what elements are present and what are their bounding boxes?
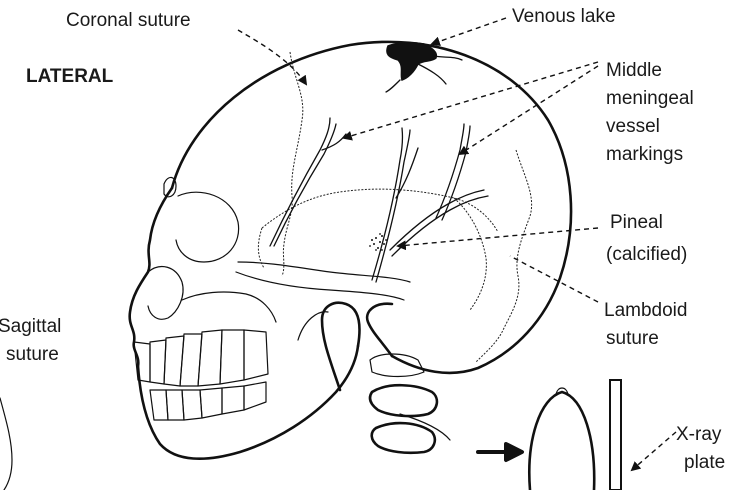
label-middle-meningeal-2: meningeal	[606, 88, 694, 109]
label-middle-meningeal-3: vessel	[606, 116, 660, 137]
mastoid-process	[367, 304, 392, 356]
label-xray-2: plate	[684, 452, 725, 473]
left-edge-partial-outline	[0, 398, 12, 490]
labels: Coronal suture Venous lake LATERAL Middl…	[0, 6, 725, 473]
zygomatic-arch	[238, 262, 410, 282]
nasal-aperture	[148, 267, 183, 320]
cranial-vault-outline	[172, 42, 571, 373]
lower-teeth	[150, 382, 266, 420]
axial-view-inset	[478, 380, 621, 490]
label-coronal-suture: Coronal suture	[66, 10, 191, 31]
label-pineal-1: Pineal	[610, 212, 663, 233]
label-pineal-2: (calcified)	[606, 244, 687, 265]
label-middle-meningeal-4: markings	[606, 144, 683, 165]
label-venous-lake: Venous lake	[512, 6, 616, 27]
label-lambdoid-1: Lambdoid	[604, 300, 687, 321]
parietomastoid-suture	[454, 198, 486, 310]
skull-drawing	[130, 42, 571, 459]
coronal-suture-line	[282, 52, 303, 276]
mandible-outline	[138, 346, 358, 459]
cervical-vertebrae	[370, 354, 450, 453]
orbit-outline	[176, 192, 239, 262]
middle-meningeal-vessels	[270, 118, 488, 282]
label-sagittal-1: Sagittal	[0, 316, 61, 337]
upper-teeth	[134, 330, 268, 386]
sphenoid-suture	[258, 228, 264, 268]
label-lambdoid-2: suture	[606, 328, 659, 349]
squamous-suture-line	[262, 189, 498, 232]
lambdoid-suture-line	[476, 150, 532, 362]
label-xray-1: X-ray	[676, 424, 722, 445]
xray-plate-rect	[610, 380, 621, 490]
maxilla-outline	[182, 292, 276, 322]
venous-lake-mark	[387, 43, 436, 80]
label-lateral: LATERAL	[26, 66, 114, 87]
label-sagittal-2: suture	[6, 344, 59, 365]
beam-arrow	[478, 444, 522, 460]
label-middle-meningeal-1: Middle	[606, 60, 662, 81]
mandibular-ramus	[322, 303, 360, 390]
axial-head-outline	[529, 392, 594, 490]
